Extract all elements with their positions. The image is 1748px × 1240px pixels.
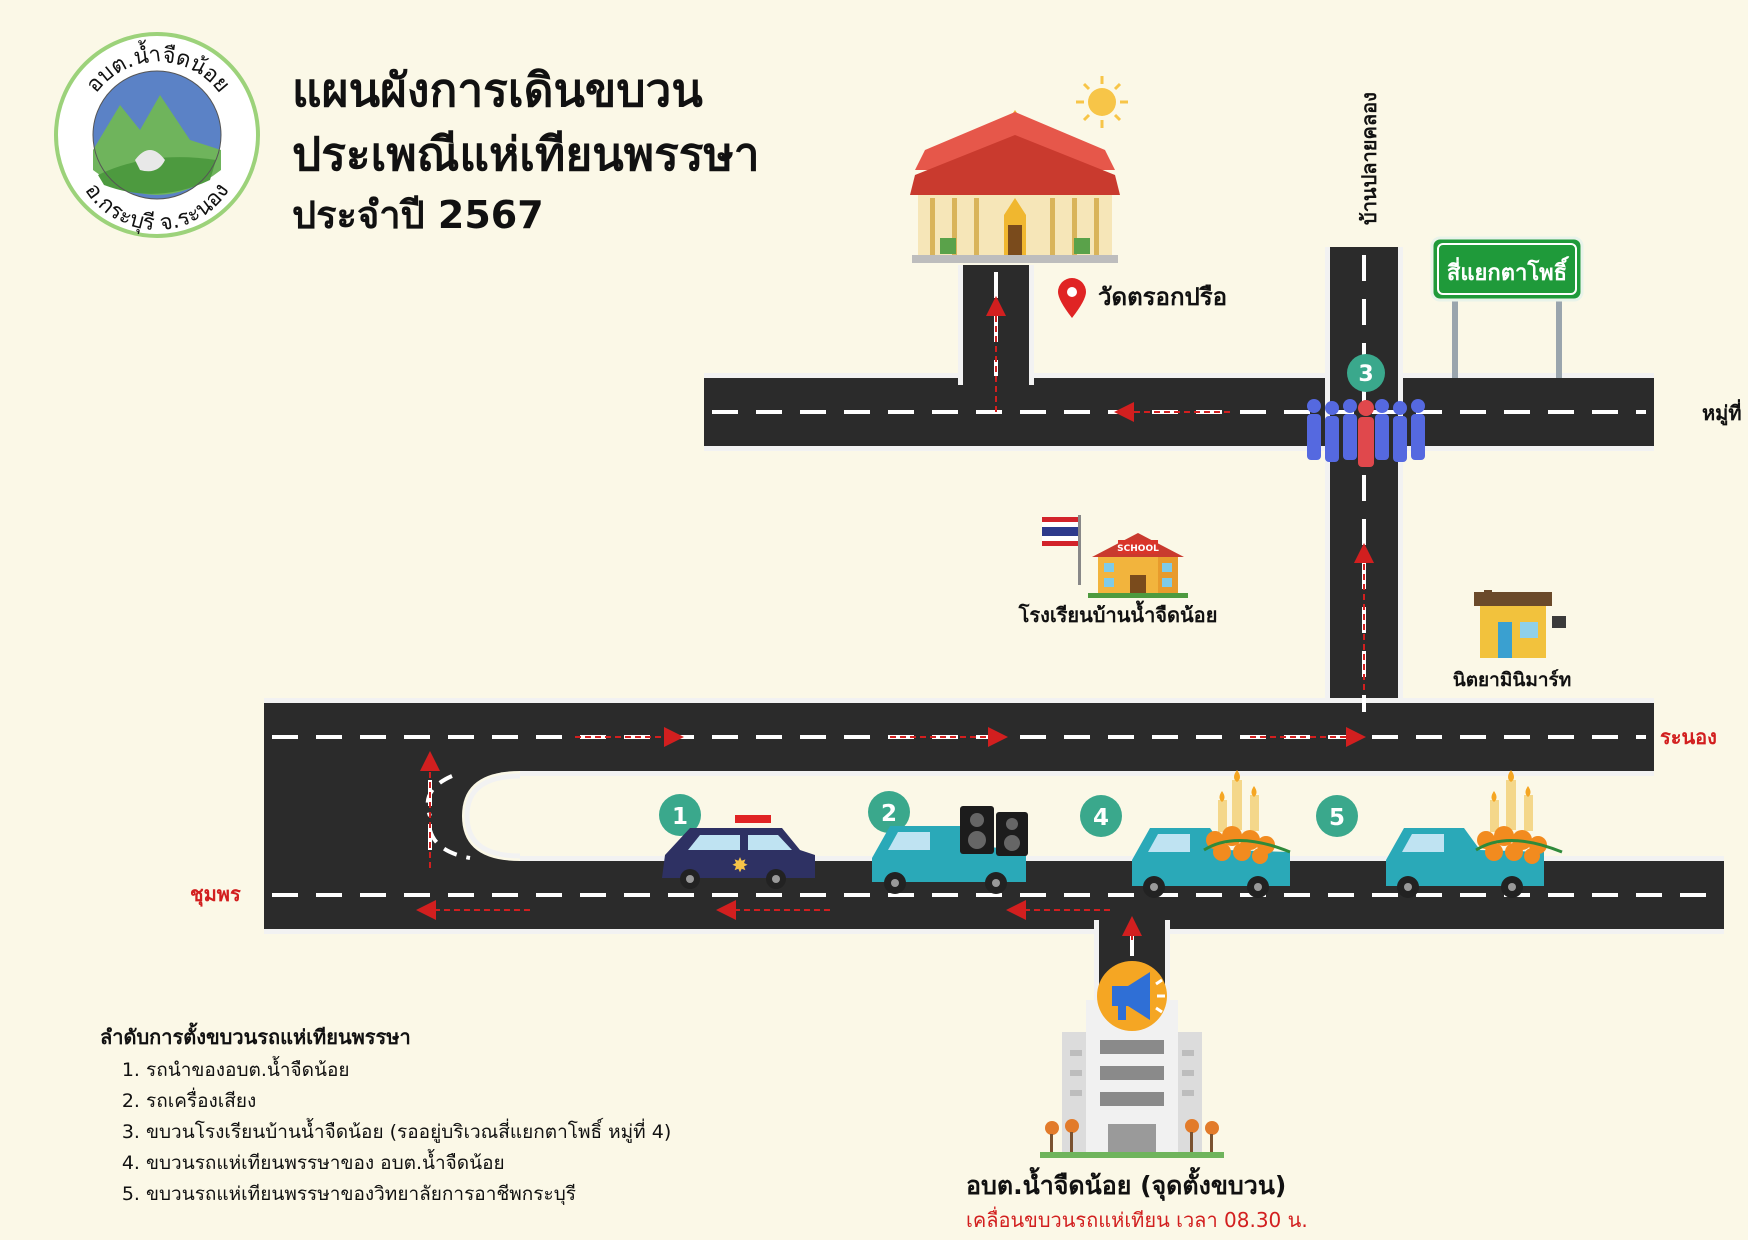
svg-text:✸: ✸ — [732, 853, 749, 877]
speaker-icon — [960, 806, 1028, 856]
shop-label: นิตยามินิมาร์ท — [1453, 669, 1572, 691]
marker-4: 4 — [1080, 795, 1122, 837]
route-arrows — [416, 296, 1374, 940]
school-label: โรงเรียนบ้านน้ำจืดน้อย — [1018, 600, 1218, 627]
sun-icon — [1076, 76, 1128, 128]
svg-text:2: 2 — [881, 801, 897, 827]
svg-text:1: 1 — [672, 804, 688, 830]
legend-item: รถเครื่องเสียง — [146, 1086, 671, 1117]
legend-item: ขบวนรถแห่เทียนพรรษาของ อบต.น้ำจืดน้อย — [146, 1148, 671, 1179]
road-east-lower-label: ระนอง — [1660, 725, 1717, 749]
legend-item: ขบวนโรงเรียนบ้านน้ำจืดน้อย (รออยู่บริเวณ… — [146, 1117, 671, 1148]
intersection-sign-text: สี่แยกตาโพธิ์ — [1447, 256, 1569, 286]
legend-item: ขบวนรถแห่เทียนพรรษาของวิทยาลัยการอาชีพกร… — [146, 1179, 671, 1210]
school-sign-text: SCHOOL — [1117, 544, 1159, 554]
temple-icon — [910, 110, 1120, 263]
title-line-3: ประจำปี 2567 — [292, 193, 544, 237]
shop-icon — [1474, 590, 1566, 658]
road-east-upper-label: หมู่ที่ 1 — [1702, 398, 1748, 427]
legend: ลำดับการตั้งขบวนรถแห่เทียนพรรษา รถนำของอ… — [100, 1022, 671, 1210]
candle-icon — [1203, 770, 1291, 864]
candle-car-4 — [1132, 770, 1291, 898]
crowd-icon — [1307, 399, 1425, 467]
svg-text:4: 4 — [1093, 805, 1109, 831]
svg-text:5: 5 — [1329, 805, 1345, 831]
temple-label: วัดตรอกปรือ — [1098, 283, 1227, 311]
marker-2: 2 — [868, 791, 910, 833]
candle-icon — [1475, 770, 1563, 864]
thai-flag-icon — [1042, 515, 1081, 585]
marker-3: 3 — [1347, 354, 1385, 392]
road-north-label: บ้านปลายคลอง — [1357, 92, 1381, 225]
speaker-car-icon — [872, 806, 1028, 894]
school-icon: SCHOOL — [1088, 533, 1188, 598]
police-car-icon: ✸ — [662, 815, 815, 889]
svg-text:3: 3 — [1358, 362, 1373, 387]
office-label: อบต.น้ำจืดน้อย (จุดตั้งขบวน) — [966, 1171, 1287, 1200]
marker-5: 5 — [1316, 795, 1358, 837]
marker-1: 1 — [659, 794, 701, 836]
legend-list: รถนำของอบต.น้ำจืดน้อย รถเครื่องเสียง ขบว… — [100, 1055, 671, 1210]
title-line-1: แผนผังการเดินขบวน — [292, 63, 703, 117]
legend-title: ลำดับการตั้งขบวนรถแห่เทียนพรรษา — [100, 1025, 411, 1049]
megaphone-icon — [1097, 961, 1167, 1031]
logo-seal: อบต.น้ำจืดน้อย อ.กระบุรี จ.ระนอง — [54, 32, 260, 238]
location-pin-icon — [1058, 278, 1086, 318]
departure-time: เคลื่อนขบวนรถแห่เทียน เวลา 08.30 น. — [966, 1208, 1308, 1232]
legend-item: รถนำของอบต.น้ำจืดน้อย — [146, 1055, 671, 1086]
candle-car-5 — [1386, 770, 1563, 898]
title-line-2: ประเพณีแห่เทียนพรรษา — [292, 127, 760, 181]
intersection-sign: สี่แยกตาโพธิ์ — [1430, 236, 1584, 378]
road-west-lower-label: ชุมพร — [190, 882, 241, 907]
